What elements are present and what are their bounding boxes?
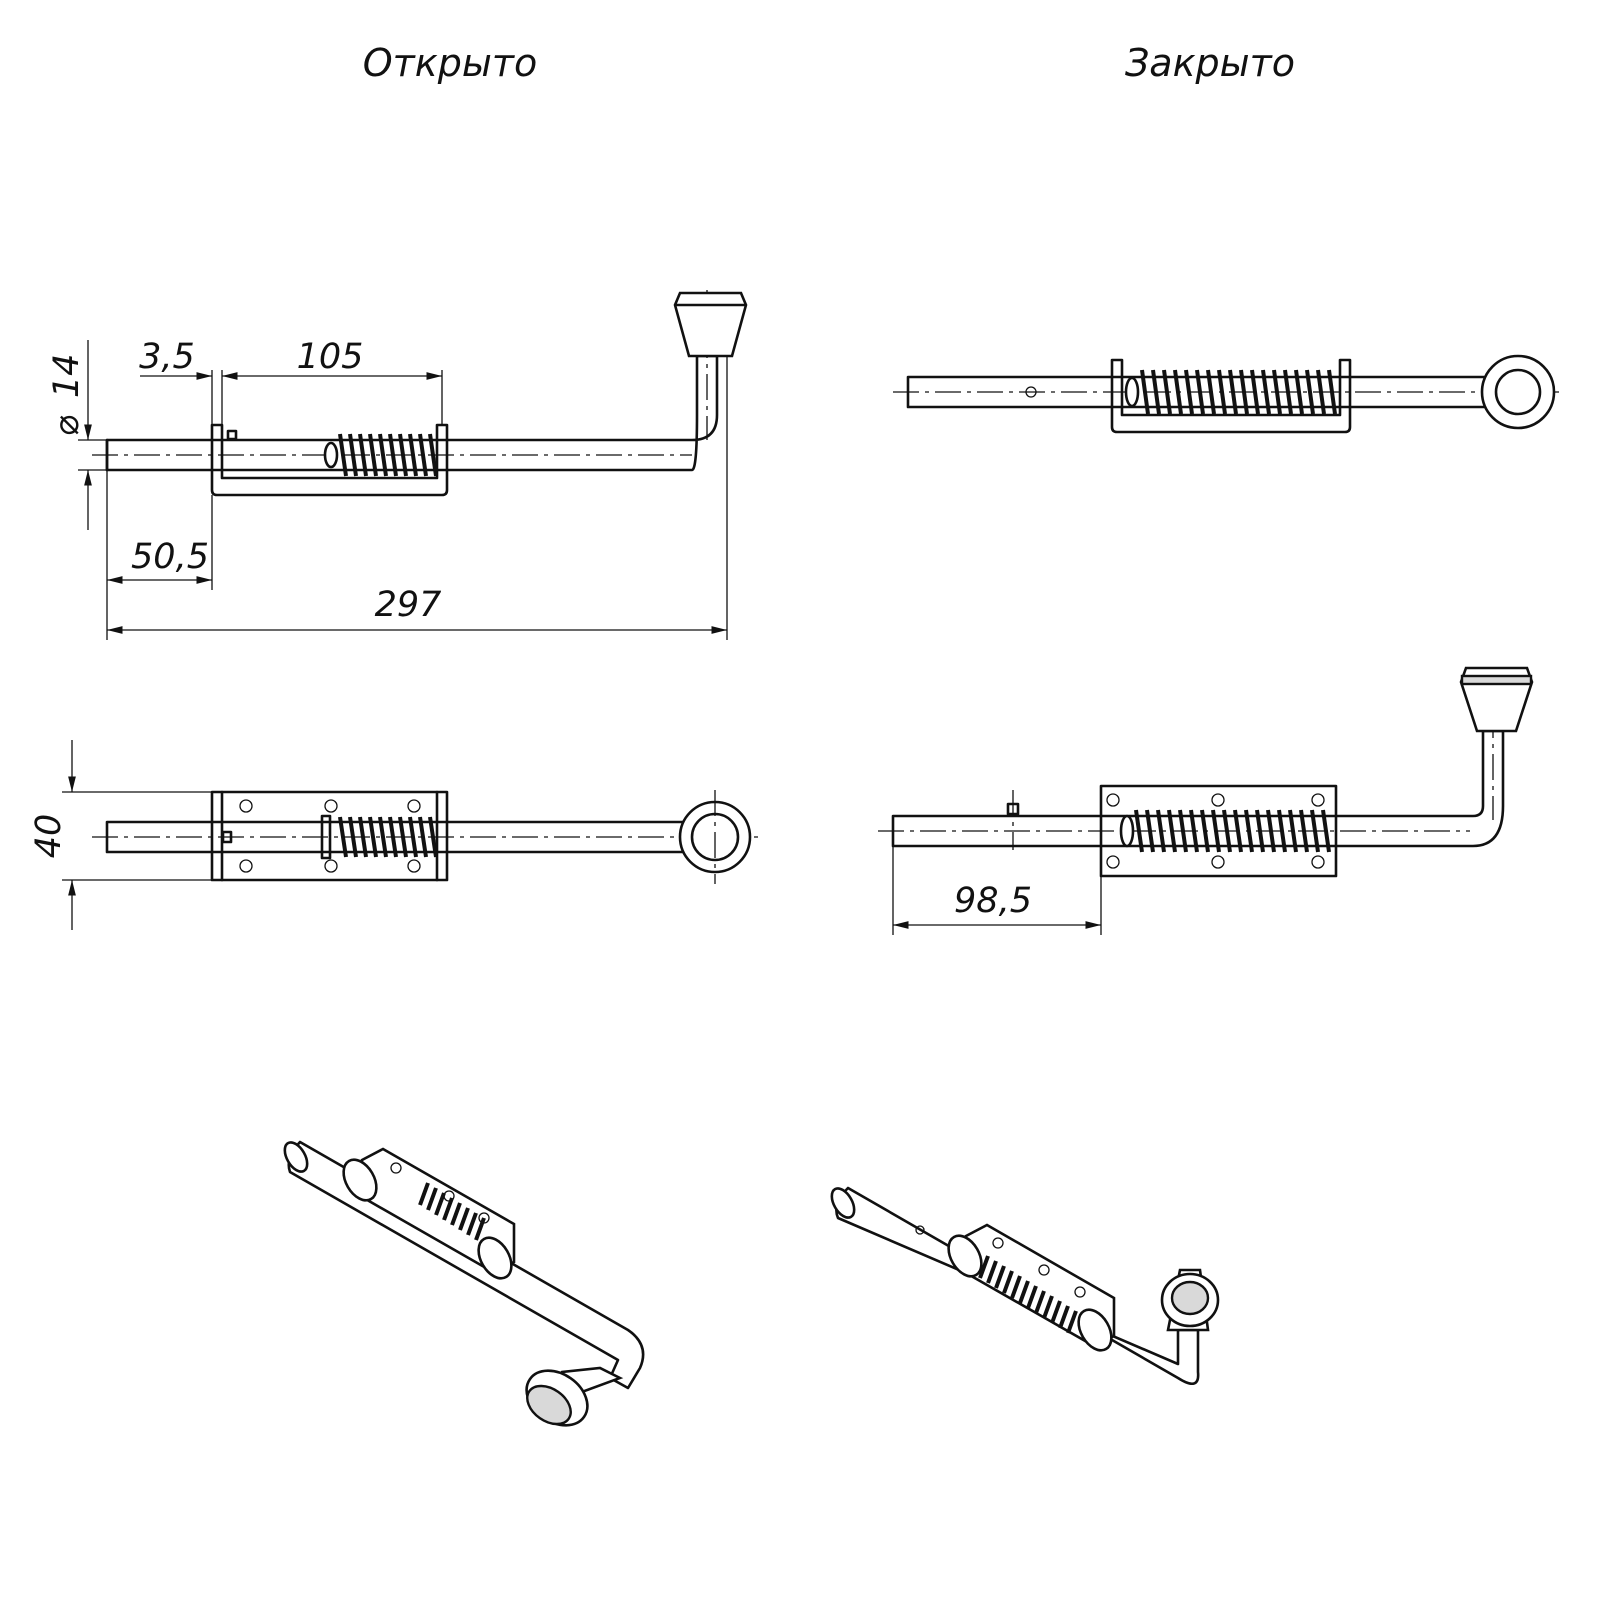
mounting-holes [239,799,421,873]
stop-pin [226,429,238,441]
open-side-view: ⌀ 14 3,5 105 50,5 297 [47,290,748,640]
pin-hole [1025,386,1037,398]
spring [1140,369,1337,415]
diameter-sign: ⌀ [47,415,87,436]
open-isometric-view [283,1140,645,1427]
spring [323,433,438,477]
dim-gap: 3,5 [139,337,195,377]
plate [210,790,449,882]
handle-ring-inner [1494,368,1542,416]
dim-closed-offset: 98,5 [954,881,1032,921]
plate [1099,784,1338,878]
closed-isometric-view [830,1186,1220,1386]
dim-spring-length: 105 [297,337,364,377]
mounting-holes [1106,793,1325,869]
spring [978,1255,1078,1334]
rod [891,729,1505,848]
spring [418,1182,486,1241]
bracket [1110,358,1352,434]
dimensions-open: ⌀ 14 3,5 105 50,5 297 [47,337,728,640]
title-closed: Закрыто [1125,41,1295,85]
bracket [210,423,449,497]
dim-height: 40 [29,814,69,859]
rod [287,1140,645,1390]
closed-side-view [893,354,1560,434]
dim-diameter: 14 [47,354,87,399]
spring [1134,809,1331,853]
spring [338,816,438,858]
handle-knob [673,291,748,358]
open-top-view: 40 [29,740,760,930]
dimensions-closed: 98,5 [892,846,1102,935]
dim-total-length: 297 [375,585,442,625]
closed-top-view: 98,5 [878,666,1534,935]
svg-text:⌀ 14: ⌀ 14 [47,354,87,437]
dim-rod-offset: 50,5 [131,537,209,577]
title-open: Открыто [363,41,538,85]
dimensions-open-top: 40 [29,740,212,930]
